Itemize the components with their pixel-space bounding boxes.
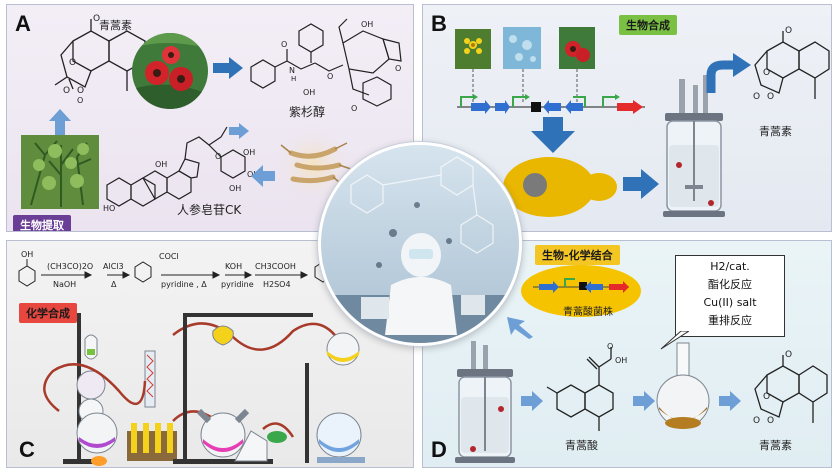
taxol-structure: O N H O OH OH O O	[250, 18, 402, 113]
artemisinin-product-structure: O O O O	[753, 26, 830, 102]
panel-c-letter: C	[19, 437, 35, 462]
svg-text:OH: OH	[361, 20, 373, 29]
svg-text:N: N	[289, 66, 295, 75]
artemisinin-final-structure: O O O O	[753, 350, 828, 426]
yeast-cell	[503, 157, 617, 217]
red-berry-photo	[559, 27, 595, 69]
artemisia-plant-photo	[21, 135, 99, 209]
bio-chemical-tag: 生物-化学结合	[535, 245, 620, 265]
bioreactor	[663, 75, 725, 217]
lab-scene	[321, 145, 519, 343]
svg-text:O: O	[215, 152, 221, 161]
svg-text:O: O	[767, 416, 774, 426]
panel-d-letter: D	[431, 437, 447, 462]
gene-source-connectors	[472, 69, 578, 103]
ginsenoside-structure: HO OH O OH OH OH	[103, 126, 259, 213]
reaction-flask	[656, 342, 710, 429]
arrow-diagonal-icon	[507, 317, 533, 339]
step4-top: KOH	[225, 262, 242, 271]
arrow-small-icon	[229, 123, 249, 139]
svg-text:OH: OH	[155, 160, 167, 169]
artemisinin-product-label: 青蒿素	[759, 125, 792, 138]
svg-text:O: O	[607, 342, 613, 351]
svg-text:O: O	[69, 58, 76, 68]
artemisinin-final-label: 青蒿素	[759, 439, 792, 452]
arrow-curve-icon	[706, 53, 751, 93]
reaction-conditions-bubble: H2/cat. 酯化反应 Cu(II) salt 重排反应	[675, 255, 785, 337]
step4-bottom: pyridine	[221, 280, 254, 289]
artemisinic-acid-strain	[521, 265, 641, 317]
chemical-synthesis-tag: 化学合成	[19, 303, 77, 323]
ginseng-root-photo	[273, 125, 353, 205]
arrow-right-icon	[213, 57, 243, 79]
panel-a-letter: A	[15, 11, 31, 36]
bio-extraction-tag: 生物提取	[13, 215, 71, 231]
step2-bottom: Δ	[111, 280, 117, 289]
panel-d-bio-chemical: D 生物-化学结合 青蒿酸菌株 H2/cat. 酯化反应 Cu(II) salt…	[422, 240, 832, 468]
biosynthesis-tag: 生物合成	[619, 15, 677, 35]
ginsenoside-label: 人参皂苷CK	[177, 203, 242, 217]
svg-text:O: O	[785, 26, 792, 36]
svg-text:O: O	[753, 416, 760, 426]
arrow-right-icon	[633, 391, 655, 411]
bubble-tail	[660, 331, 689, 350]
arrow-right-icon	[521, 391, 543, 411]
svg-text:OH: OH	[229, 184, 241, 193]
acid-oh-label: OH	[615, 356, 627, 365]
artemisinic-acid-structure: OH O	[546, 342, 627, 431]
artemisinin-label: 青蒿素	[99, 19, 132, 32]
step1-bottom: NaOH	[53, 280, 76, 289]
svg-text:O: O	[763, 68, 770, 78]
svg-text:O: O	[351, 104, 357, 113]
arrow-down-icon	[531, 117, 575, 153]
bioreactor-d	[455, 341, 515, 463]
microbe-culture-photo	[503, 27, 541, 69]
svg-text:HO: HO	[103, 204, 115, 213]
svg-text:O: O	[785, 350, 792, 360]
svg-text:OH: OH	[243, 148, 255, 157]
svg-text:OH: OH	[303, 88, 315, 97]
svg-text:O: O	[763, 392, 770, 402]
svg-text:O: O	[77, 96, 83, 105]
condition-copper-salt: Cu(II) salt	[703, 296, 757, 309]
gene-cassette	[457, 94, 645, 114]
step5-bottom: H2SO4	[263, 280, 291, 289]
step1-top: (CH3CO)2O	[47, 262, 93, 271]
svg-text:O: O	[753, 92, 760, 102]
svg-text:O: O	[281, 40, 287, 49]
condition-hydrogenation: H2/cat.	[710, 260, 750, 273]
svg-text:H: H	[291, 75, 296, 83]
taxus-berries-photo	[132, 33, 208, 109]
lab-scientist-photo	[318, 142, 522, 346]
yellow-flower-photo	[455, 29, 491, 69]
synthesis-scheme: OH (CH3CO)2O NaOH AlCl3 Δ COCl pyridine …	[18, 250, 368, 289]
svg-text:O: O	[395, 64, 401, 73]
panel-b-letter: B	[431, 11, 447, 36]
step3-top: COCl	[159, 252, 179, 261]
step2-top: AlCl3	[103, 262, 124, 271]
panel-a-bio-extraction: A O O O O O 青蒿素	[6, 4, 414, 232]
step3-bottom: pyridine , Δ	[161, 280, 207, 289]
svg-text:O: O	[767, 92, 774, 102]
arrow-right-icon	[719, 391, 741, 411]
arrow-left-icon	[251, 165, 275, 187]
arrow-up-icon	[49, 109, 71, 135]
taxol-label: 紫杉醇	[289, 105, 326, 119]
start-oh: OH	[21, 250, 33, 259]
svg-text:O: O	[77, 86, 84, 96]
artemisinic-acid-label: 青蒿酸	[565, 439, 598, 452]
lab-glassware-apparatus	[43, 313, 365, 466]
step5-top: CH3COOH	[255, 262, 296, 271]
svg-text:O: O	[93, 14, 100, 24]
condition-esterification: 酯化反应	[708, 278, 752, 291]
condition-rearrangement: 重排反应	[708, 314, 752, 327]
conditions-list: H2/cat. 酯化反应 Cu(II) salt 重排反应	[676, 256, 784, 330]
strain-label: 青蒿酸菌株	[563, 307, 613, 318]
artemisinin-structure: O O O O O	[54, 14, 146, 105]
arrow-right-icon	[623, 169, 659, 199]
svg-text:O: O	[63, 86, 70, 96]
svg-text:O: O	[327, 72, 333, 81]
